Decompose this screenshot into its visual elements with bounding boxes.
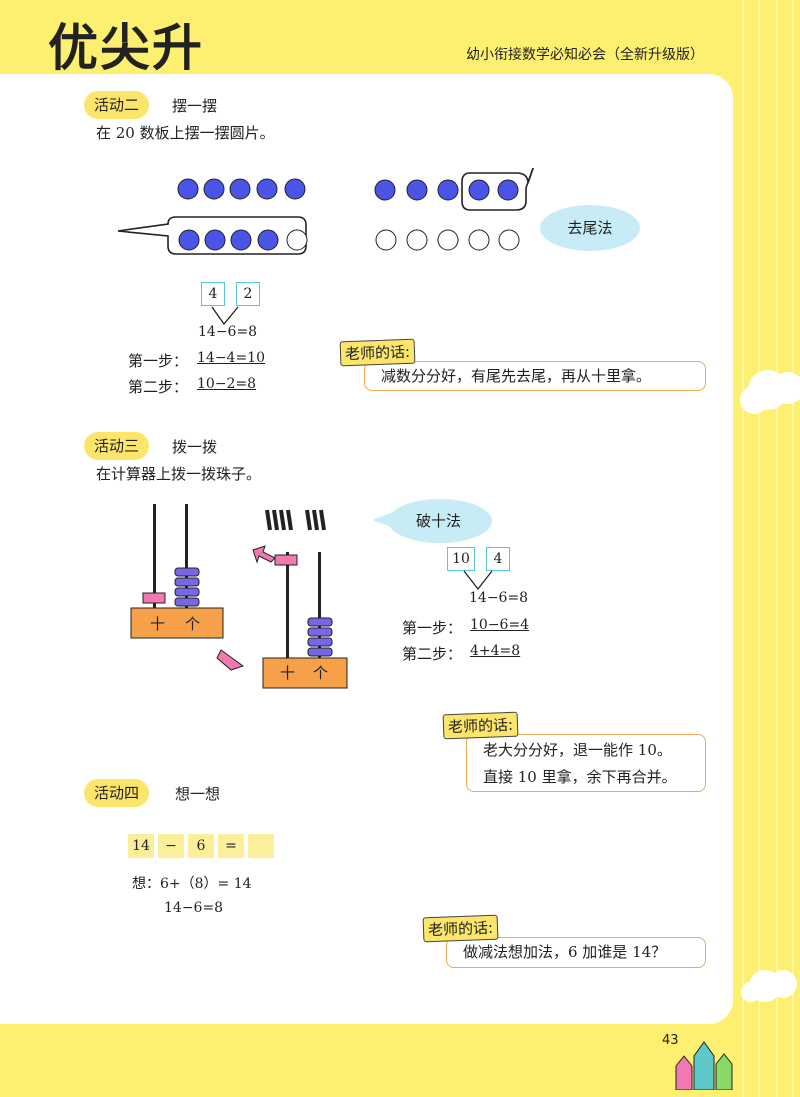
abacus2-ones-label: 个 [313,664,328,682]
activity3-title: 拨一拨 [172,438,218,456]
bead-row-left-bottom [178,229,279,251]
bg-stripe [776,0,778,1097]
activity3-step2: 4+4=8 [470,643,521,659]
teacher-note-3: 老大分分好，退一能作 10。 直接 10 里拿，余下再合并。 [466,734,706,792]
teacher-note-3-line-1: 老大分分好，退一能作 10。 [483,741,672,759]
bg-stripe [792,0,794,1097]
activity3-label: 活动三 [84,432,150,460]
activity2-desc: 在 20 数板上摆一摆圆片。 [96,124,275,142]
teacher-note-2-line: 减数分分好，有尾先去尾，再从十里拿。 [381,367,652,385]
split-lines [211,306,239,326]
activity2-step2: 10−2=8 [197,376,257,392]
answer-box-2: − [158,834,184,858]
activity3-step2-label: 第二步： [402,645,463,663]
activity2-step1: 14−4=10 [197,350,265,366]
activity2-title: 摆一摆 [172,97,218,115]
activity3-equation: 14−6=8 [469,590,529,606]
answer-box-3: 6 [188,834,214,858]
teacher-note-4: 做减法想加法，6 加谁是 14？ [446,937,706,968]
bead-row-right-bottom [375,229,520,251]
teacher-note-3-line-2: 直接 10 里拿，余下再合并。 [483,768,677,786]
bg-stripe [758,0,760,1097]
left-callout-outline [117,216,307,255]
crayon-decoration [675,1041,733,1090]
activity4-label: 活动四 [84,779,150,807]
teacher-note-2: 减数分分好，有尾先去尾，再从十里拿。 [364,361,706,391]
brand-title: 优尖升 [48,19,204,77]
split-lines-3 [463,570,493,591]
activity3-desc: 在计算器上拨一拨珠子。 [96,465,262,483]
split-box-left: 4 [201,282,225,306]
split-box-right: 2 [236,282,260,306]
answer-box-1: 14 [128,834,154,858]
activity4-title: 想一想 [175,785,221,803]
think-line-2: 14−6=8 [164,900,224,916]
right-callout-outline [461,168,535,211]
answer-box-4: = [218,834,244,858]
think-line-1: 想：6+（8）= 14 [132,876,252,892]
abacus2-tens-label: 十 [280,664,295,682]
activity2-equation: 14−6=8 [198,324,258,340]
book-subtitle: 幼小衔接数学必知必会（全新升级版） [466,47,704,63]
bead-row-left-top [177,178,306,200]
teacher-label-3: 老师的话: [442,711,519,740]
answer-box-5[interactable] [248,834,274,858]
teacher-label-2: 老师的话: [339,338,416,367]
teacher-note-4-line: 做减法想加法，6 加谁是 14？ [463,943,667,961]
split-box-right-3: 4 [486,547,510,571]
method-bubble-break-ten-shape [372,499,492,543]
activity2-step1-label: 第一步： [128,352,189,370]
bead-row-right-top [374,179,519,201]
twenty-board-illustration [117,168,535,255]
bg-stripe [742,0,744,1097]
activity3-step1-label: 第一步： [402,619,463,637]
page-number: 43 [662,1033,679,1048]
activity2-label: 活动二 [84,91,150,119]
cloud-decoration [740,370,800,414]
abacus1-ones-label: 个 [185,615,200,633]
method-bubble-break-ten: 破十法 [416,512,462,530]
abacus1-tens-label: 十 [150,615,165,633]
abacus-illustration: 十 个 十 个 [130,504,348,689]
method-bubble-tail-removal: 去尾法 [540,205,640,251]
activity2-step2-label: 第二步： [128,378,189,396]
teacher-label-4: 老师的话: [422,914,499,943]
activity3-step1: 10−6=4 [470,617,530,633]
cloud-decoration [741,970,797,1002]
split-box-left-3: 10 [447,547,475,571]
